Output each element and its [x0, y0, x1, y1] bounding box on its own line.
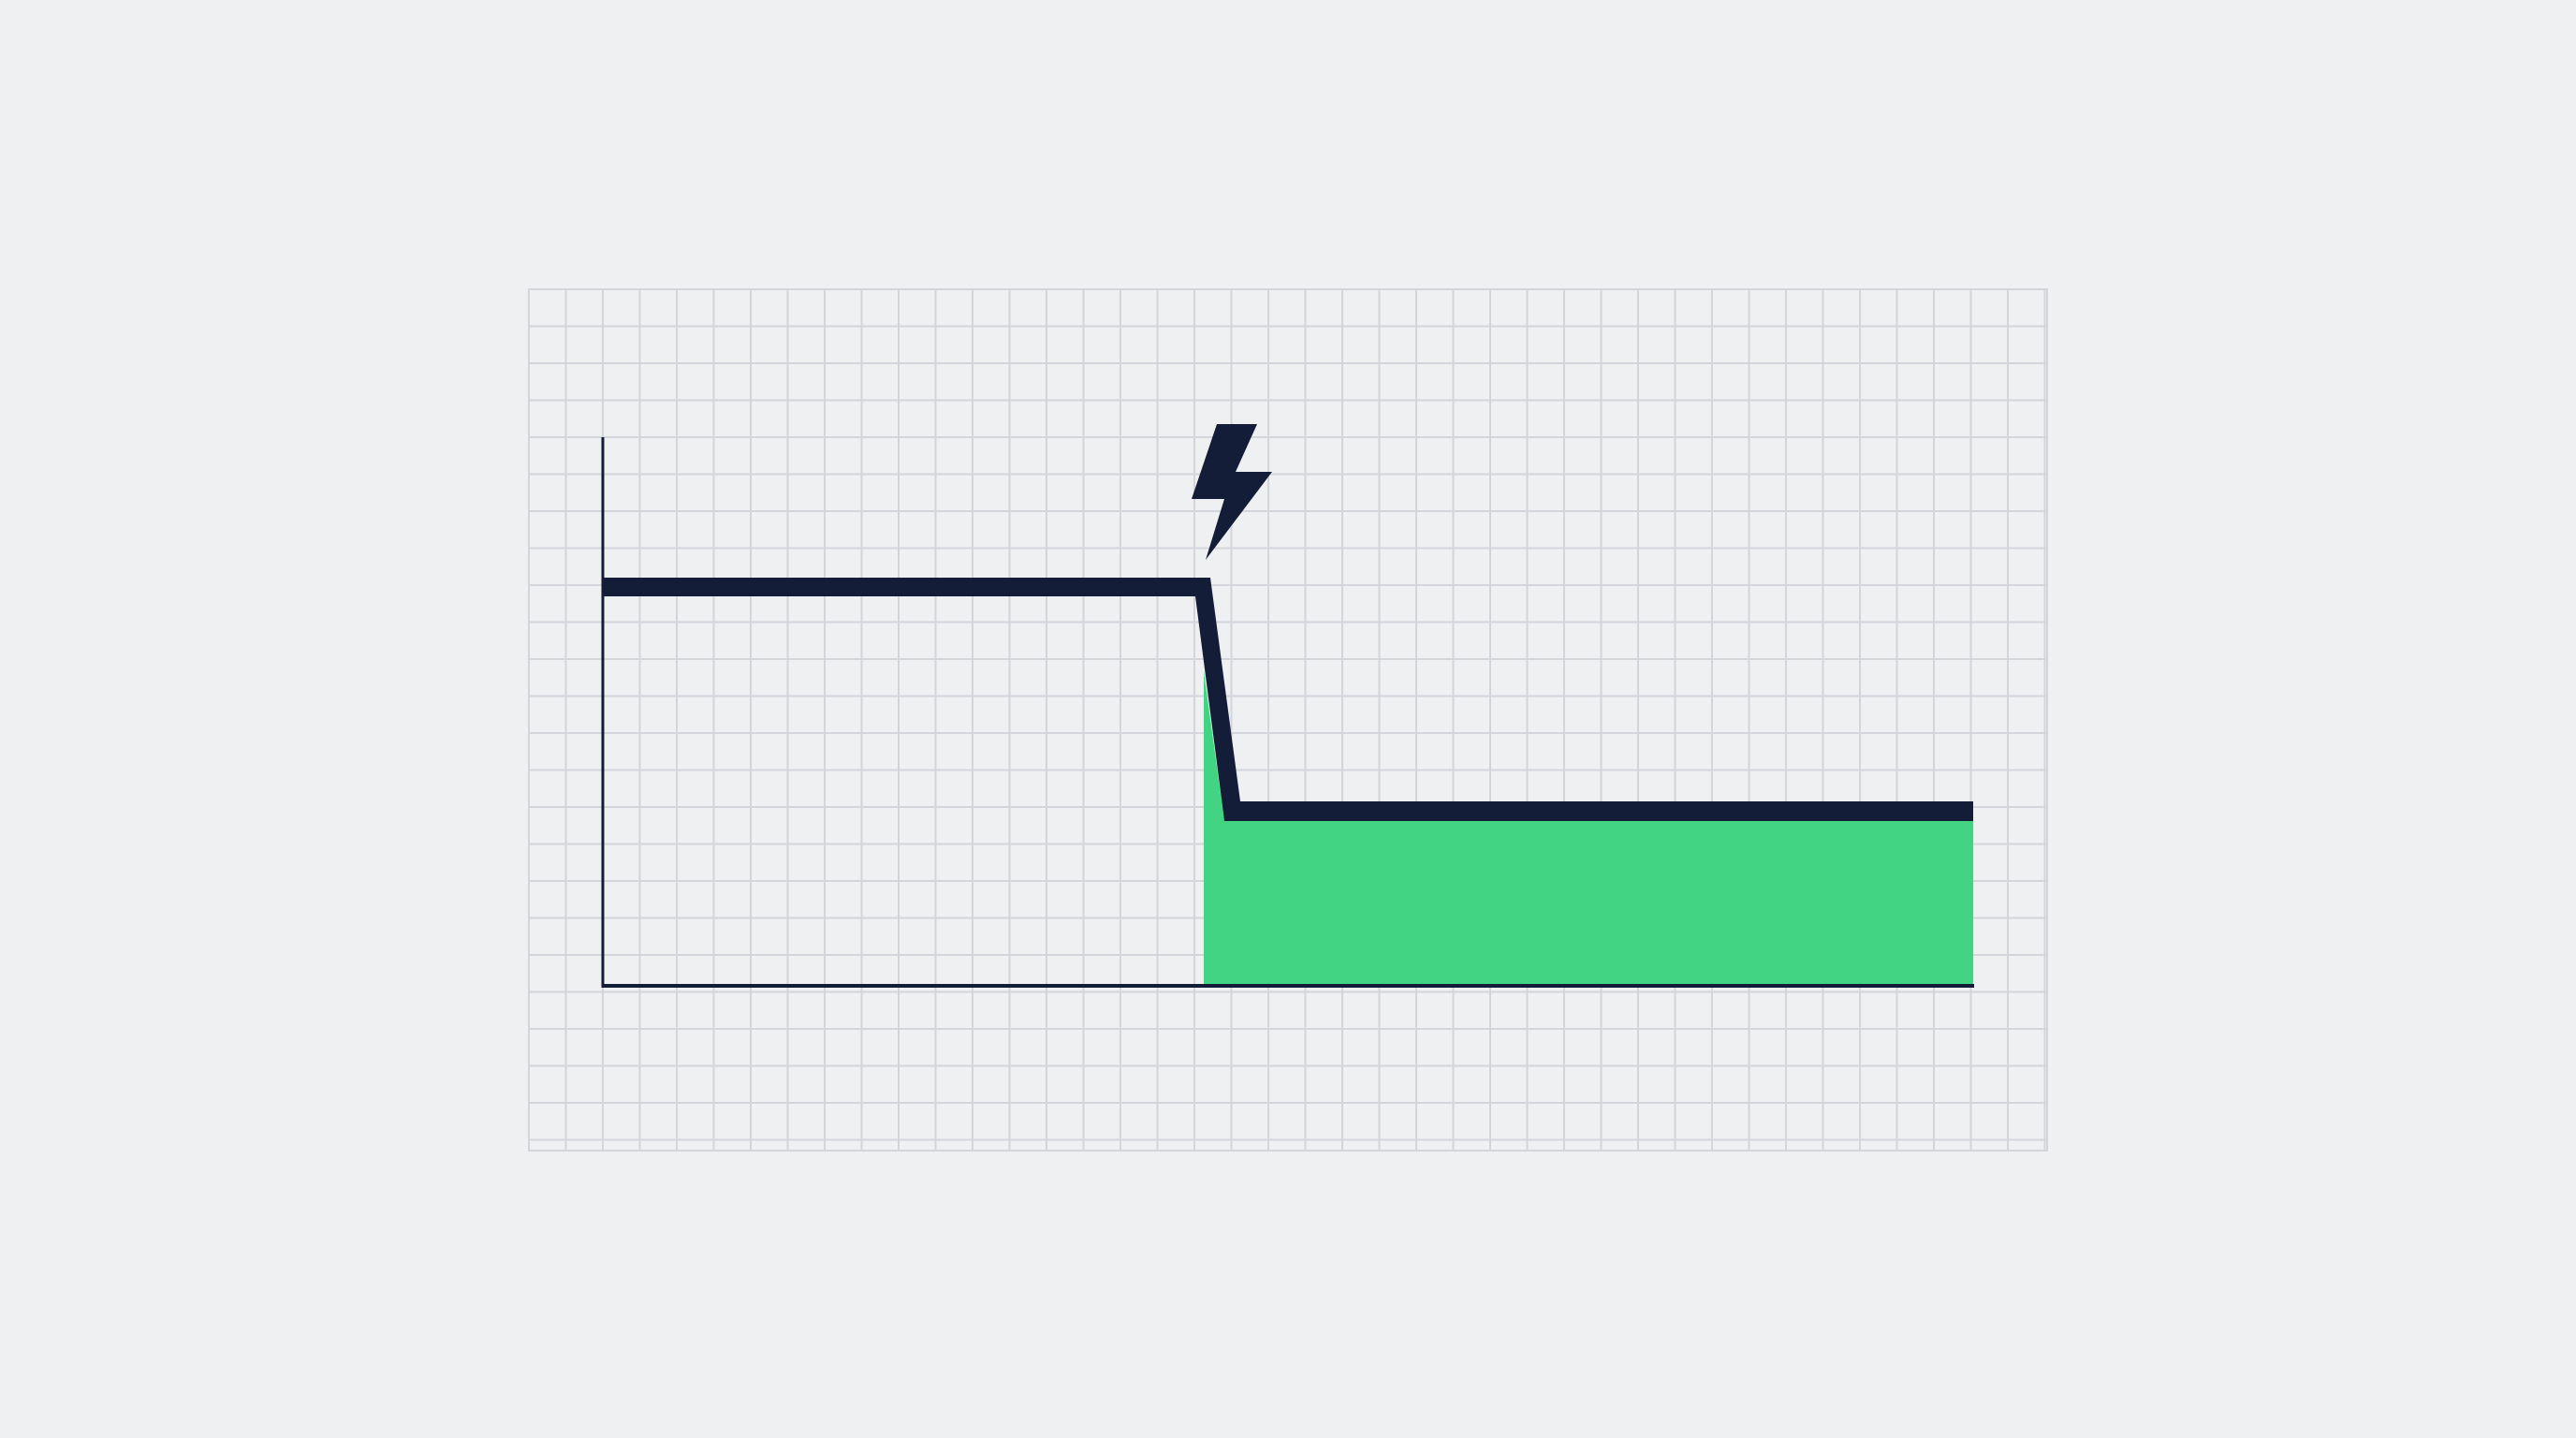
step-line [603, 578, 1973, 821]
grid-background [528, 288, 2048, 1152]
shaded-area [1204, 671, 1973, 986]
grid-border [528, 288, 2048, 1152]
lightning-bolt-icon [1192, 424, 1272, 560]
